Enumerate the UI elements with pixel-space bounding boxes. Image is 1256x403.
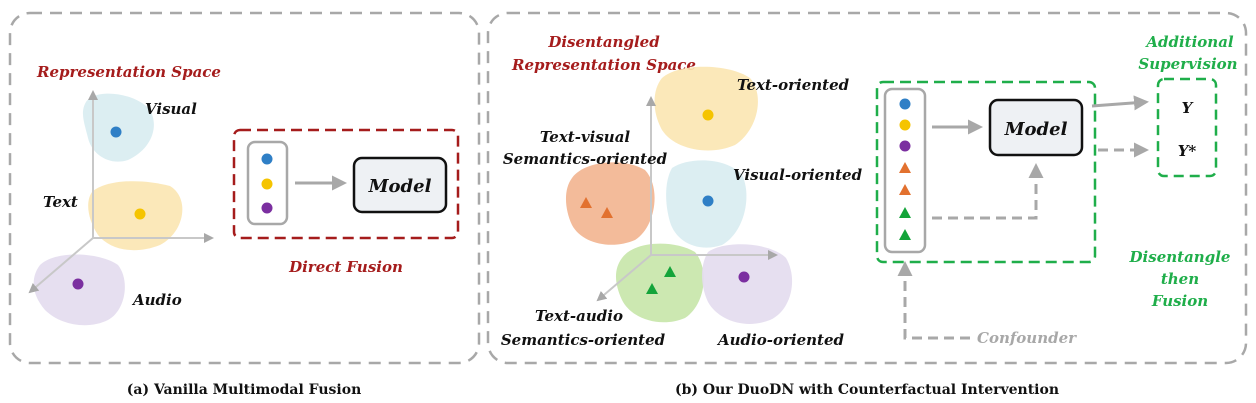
disentangle-title-2: then bbox=[1161, 270, 1199, 288]
text-visual-blob bbox=[565, 162, 655, 245]
stack-a-blue-dot bbox=[261, 153, 273, 165]
text-oriented-dot bbox=[702, 109, 714, 121]
text-visual-tri-1 bbox=[580, 197, 592, 208]
audio-oriented-dot bbox=[738, 271, 750, 283]
panel-b-space-title-2: Representation Space bbox=[511, 56, 696, 74]
text-audio-tri-2 bbox=[646, 283, 658, 294]
label-text-visual-2: Semantics-oriented bbox=[503, 150, 668, 168]
direct-fusion-box bbox=[232, 128, 460, 240]
stack-a-purple-dot bbox=[261, 202, 273, 214]
label-audio-oriented: Audio-oriented bbox=[716, 331, 844, 349]
supervision-title-2: Supervision bbox=[1138, 55, 1237, 73]
label-text-audio-1: Text-audio bbox=[535, 307, 623, 325]
disentangle-box bbox=[875, 80, 1097, 264]
visual-oriented-dot bbox=[702, 195, 714, 207]
label-text-oriented: Text-oriented bbox=[737, 76, 850, 94]
confounder-arrow bbox=[897, 261, 970, 340]
panel-b-frame bbox=[486, 11, 1248, 365]
audio-blob bbox=[33, 254, 125, 326]
stack-b-purple-dot bbox=[899, 140, 911, 152]
label-visual-oriented: Visual-oriented bbox=[733, 166, 863, 184]
caption-b: (b) Our DuoDN with Counterfactual Interv… bbox=[675, 382, 1059, 398]
supervision-box bbox=[1156, 77, 1218, 178]
axis-z bbox=[28, 237, 94, 294]
disentangle-title-1: Disentangle bbox=[1129, 248, 1231, 266]
model-label-b: Model bbox=[1004, 119, 1068, 140]
y-label: Y bbox=[1182, 99, 1194, 117]
dashed-arrow-to-model bbox=[932, 163, 1044, 220]
stack-a-yellow-dot bbox=[261, 178, 273, 190]
model-label-a: Model bbox=[368, 176, 432, 197]
text-dot bbox=[134, 208, 146, 220]
stack-b-orange-tri-2 bbox=[899, 184, 911, 195]
direct-fusion-label: Direct Fusion bbox=[288, 258, 403, 276]
stack-b-yellow-dot bbox=[899, 119, 911, 131]
caption-a: (a) Vanilla Multimodal Fusion bbox=[127, 382, 362, 398]
visual-dot bbox=[110, 126, 122, 138]
label-text-audio-2: Semantics-oriented bbox=[501, 331, 666, 349]
model-box-a bbox=[352, 156, 448, 214]
label-text: Text bbox=[43, 193, 78, 211]
stack-b-green-tri-2 bbox=[899, 229, 911, 240]
disentangle-title-3: Fusion bbox=[1151, 292, 1208, 310]
text-visual-tri-2 bbox=[601, 207, 613, 218]
panel-a-space-title: Representation Space bbox=[36, 63, 221, 81]
stack-b-orange-tri-1 bbox=[899, 162, 911, 173]
label-visual: Visual bbox=[145, 100, 197, 118]
axis-b-z bbox=[596, 254, 652, 302]
text-oriented-blob bbox=[654, 66, 758, 151]
stack-b-blue-dot bbox=[899, 98, 911, 110]
arrow-to-y bbox=[1091, 95, 1149, 111]
confounder-label: Confounder bbox=[977, 329, 1077, 347]
audio-dot bbox=[72, 278, 84, 290]
stack-b-green-tri-1 bbox=[899, 207, 911, 218]
y-star-label: Y* bbox=[1178, 142, 1197, 160]
audio-oriented-blob bbox=[702, 244, 793, 324]
text-audio-blob bbox=[615, 243, 704, 323]
supervision-title-1: Additional bbox=[1144, 33, 1234, 51]
panel-b-space-title-1: Disentangled bbox=[547, 33, 660, 51]
label-audio: Audio bbox=[131, 291, 182, 309]
text-audio-tri-1 bbox=[664, 266, 676, 277]
model-box-b bbox=[988, 98, 1084, 157]
label-text-visual-1: Text-visual bbox=[540, 128, 631, 146]
